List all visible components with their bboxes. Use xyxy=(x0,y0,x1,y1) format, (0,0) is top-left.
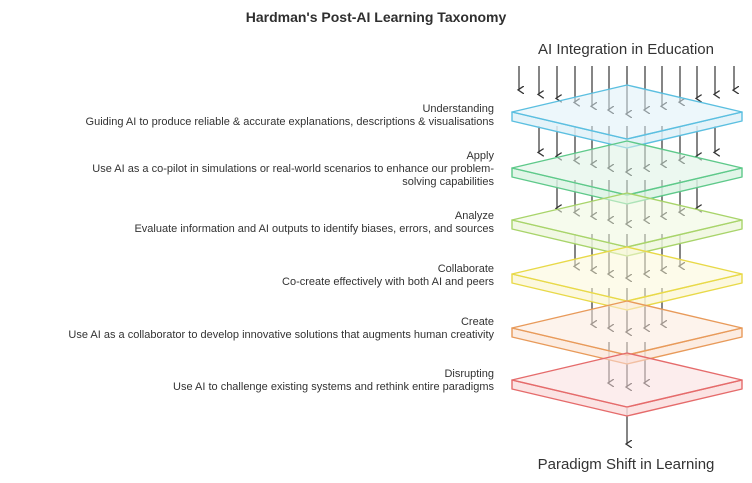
layer-description: Use AI as a co-pilot in simulations or r… xyxy=(92,163,494,188)
layer-top xyxy=(511,140,743,196)
layer-create-text: Create Use AI as a collaborator to devel… xyxy=(54,316,494,342)
layer-description: Evaluate information and AI outputs to i… xyxy=(134,223,494,235)
layer-understanding-text: Understanding Guiding AI to produce reli… xyxy=(54,103,494,129)
layer-description: Guiding AI to produce reliable & accurat… xyxy=(85,116,494,128)
layer-top xyxy=(511,192,743,248)
diagram-title: Hardman's Post-AI Learning Taxonomy xyxy=(245,9,507,25)
layer-description: Co-create effectively with both AI and p… xyxy=(282,276,494,288)
layer-name: Understanding xyxy=(422,103,494,115)
layer-top xyxy=(511,246,743,302)
layer-apply-text: Apply Use AI as a co-pilot in simulation… xyxy=(84,150,494,189)
layer-name: Analyze xyxy=(454,210,494,222)
layer-name: Disrupting xyxy=(444,368,494,380)
layer-collaborate-text: Collaborate Co-create effectively with b… xyxy=(54,263,494,289)
layer-top xyxy=(511,300,743,356)
layer-top xyxy=(511,84,743,140)
layer-analyze-text: Analyze Evaluate information and AI outp… xyxy=(54,210,494,236)
layer-name: Collaborate xyxy=(437,263,494,275)
layer-top xyxy=(511,352,743,408)
bottom-label: Paradigm Shift in Learning xyxy=(537,456,715,473)
layer-disrupting-text: Disrupting Use AI to challenge existing … xyxy=(54,368,494,394)
layer-name: Create xyxy=(460,316,494,328)
layer-description: Use AI to challenge existing systems and… xyxy=(173,381,494,393)
layer-plate-understanding xyxy=(511,84,743,149)
top-label: AI Integration in Education xyxy=(538,41,714,58)
layer-plate-disrupting xyxy=(511,352,743,417)
layers-group xyxy=(511,84,743,417)
layer-name: Apply xyxy=(466,150,494,162)
layer-description: Use AI as a collaborator to develop inno… xyxy=(68,329,494,341)
